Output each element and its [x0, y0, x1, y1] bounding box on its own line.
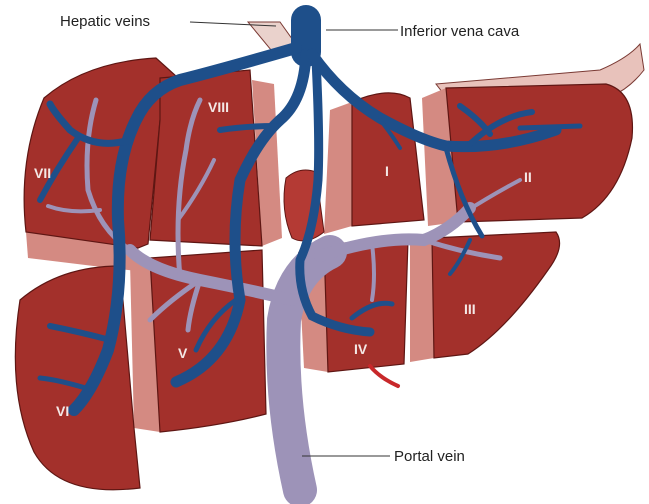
segment-iii-body [432, 232, 560, 358]
segment-label-i: I [385, 163, 389, 179]
segment-i-cut-face [324, 102, 352, 234]
segment-ii-body [446, 84, 632, 222]
segment-iii-cut-face [410, 238, 434, 362]
segment-label-viii: VIII [208, 99, 229, 115]
segment-label-v: V [178, 345, 188, 361]
segment-label-vi: VI [56, 403, 69, 419]
segment-label-ii: II [524, 169, 532, 185]
segment-label-iv: IV [354, 341, 368, 357]
label-hepatic-veins: Hepatic veins [60, 13, 150, 30]
label-portal-vein: Portal vein [394, 448, 465, 465]
segment-viii [150, 70, 282, 246]
segment-ii [422, 84, 632, 226]
hepatic-artery [370, 366, 398, 386]
segment-label-iii: III [464, 301, 476, 317]
left-hepatic-vein-branch-ii-c [520, 126, 580, 128]
segment-iii [410, 232, 560, 362]
portal-vein-branch-iv [372, 244, 374, 300]
segment-label-vii: VII [34, 165, 51, 181]
label-inferior-vena-cava: Inferior vena cava [400, 23, 520, 40]
